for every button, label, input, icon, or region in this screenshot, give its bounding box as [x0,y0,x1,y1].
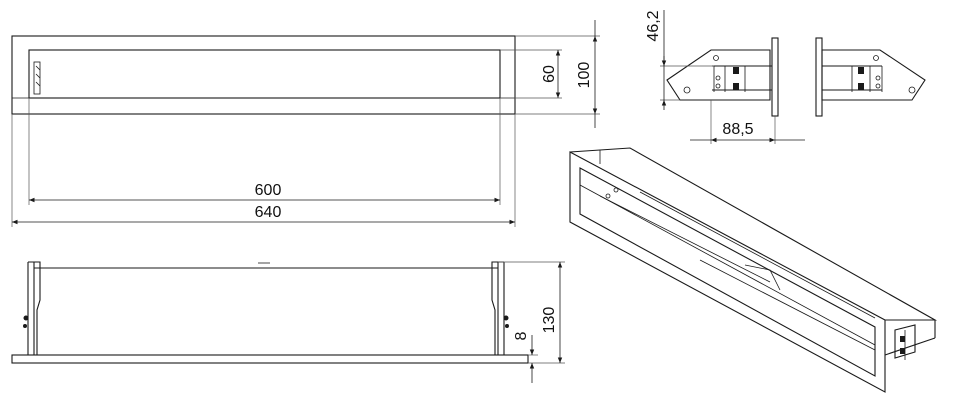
iso-front-frame [569,151,886,393]
dim-label-100: 100 [576,62,593,89]
iso-inner-opening [579,167,876,377]
dim-label-88-5: 88,5 [722,121,753,138]
bracket-left-plate [666,49,771,101]
iso-end-bracket [894,324,916,360]
dim-label-640: 640 [255,204,282,221]
bottom-view: 130 8 [11,261,565,383]
dim-label-600: 600 [255,182,282,199]
front-inner-opening [28,49,501,99]
dim-label-130: 130 [541,307,558,334]
isometric-view [569,147,938,393]
dim-label-8: 8 [513,331,530,340]
front-clip-detail [33,61,41,95]
front-outer-frame [11,35,516,115]
bottom-right-bracket [491,261,509,355]
front-view: 600 640 60 100 [11,20,600,227]
bracket-detail-right [815,37,926,117]
bottom-left-bracket [23,261,41,355]
dim-label-46-2: 46,2 [645,10,662,41]
bottom-base-plate [11,354,529,364]
dim-label-60: 60 [541,65,558,83]
bracket-detail-left: 46,2 88,5 [645,10,805,144]
bracket-right-plate [821,49,926,101]
